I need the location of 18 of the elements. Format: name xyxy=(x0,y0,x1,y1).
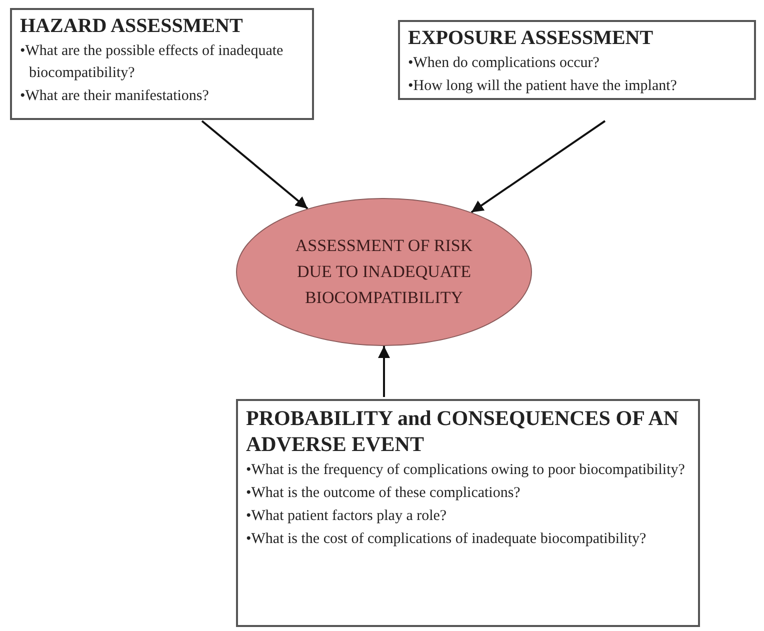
bullet-question: •What are the possible effects of inadequate biocompatibility? xyxy=(20,42,284,83)
arrow xyxy=(470,120,606,214)
box-heading: HAZARD ASSESSMENT xyxy=(20,14,244,39)
bullet-question: •What patient factors play a role? xyxy=(246,506,448,526)
bullet-question: •How long will the patient have the implant? xyxy=(408,77,678,96)
question-box xyxy=(398,20,756,100)
question-box xyxy=(10,8,314,120)
bullet-question: •What is the cost of complications of inadequate biocompatibility? xyxy=(246,530,648,548)
box-heading: PROBABILITY and CONSEQUENCES OF AN ADVERSE EVENT xyxy=(246,405,680,458)
bullet-question: •What is the frequency of complications owing to poor biocompatibility? xyxy=(246,460,686,480)
arrow xyxy=(378,346,390,397)
question-box xyxy=(236,399,700,627)
bullet-question: •When do complications occur? xyxy=(408,54,600,73)
bullet-question: •What are their manifestations? xyxy=(20,87,210,106)
bullet-question: •What is the outcome of these complications? xyxy=(246,484,522,502)
ellipse-text: ASSESSMENT OF RISK DUE TO INADEQUATE BIOCOMPATIBILITY xyxy=(294,235,474,309)
arrow xyxy=(201,120,308,210)
box-heading: EXPOSURE ASSESSMENT xyxy=(408,26,654,51)
